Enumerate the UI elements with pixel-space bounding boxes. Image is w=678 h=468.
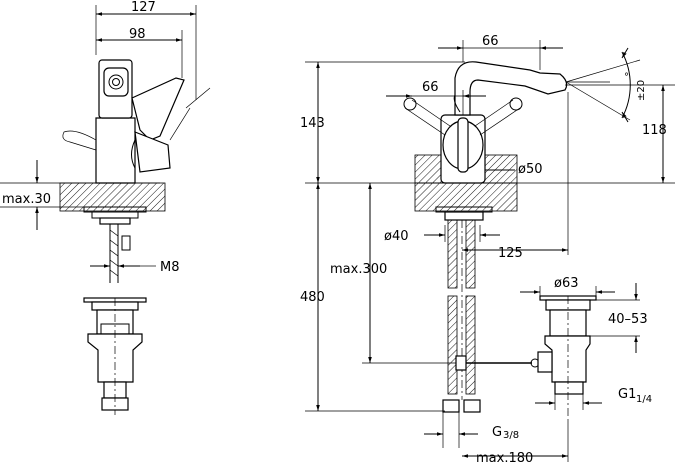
- dim-125: 125: [498, 246, 523, 261]
- dim-66-top: 66: [482, 34, 499, 49]
- dim-g38-frac: 3/8: [503, 430, 519, 441]
- dim-g38: G: [492, 425, 502, 440]
- dim-max30: max.30: [2, 192, 51, 207]
- hose-nut-b: [463, 399, 481, 413]
- mixer-body-side: [95, 117, 136, 184]
- lever-ghost-right: [169, 87, 211, 141]
- spout-neck: [454, 61, 568, 116]
- dim-max180: max.180: [476, 451, 533, 466]
- front-view-dimensions: 66 66 143 118 ±20 ° ø50 ø40: [300, 34, 675, 466]
- dim-143: 143: [300, 116, 325, 131]
- lever-ghost-left: [62, 130, 97, 151]
- lever-side: [131, 77, 185, 141]
- dim-max300: max.300: [330, 262, 387, 277]
- dim-m8: M8: [160, 260, 180, 275]
- dim-66-left: 66: [422, 80, 439, 95]
- flex-hose-b: [465, 219, 476, 289]
- dim-40-53: 40–53: [608, 312, 648, 327]
- spout-side: [134, 131, 171, 173]
- dim-g1-frac: 1/4: [636, 394, 652, 405]
- waste-outlet-right: [554, 381, 584, 395]
- flex-hose-a: [447, 219, 458, 289]
- dim-127: 127: [131, 0, 156, 15]
- dim-phi63: ø63: [554, 276, 579, 291]
- hose-nut-a: [442, 399, 460, 413]
- dim-98: 98: [129, 27, 146, 42]
- lever-ghost-b: [474, 99, 521, 136]
- dim-g1: G1: [618, 387, 636, 402]
- dim-phi50: ø50: [518, 162, 543, 177]
- lever-ghost-a: [404, 99, 451, 136]
- head-cap-side: [103, 67, 129, 97]
- waste-body-right: [544, 335, 591, 383]
- countertop-left: [59, 182, 166, 212]
- front-view: [403, 61, 597, 420]
- cartridge-ring-icon: [108, 74, 124, 90]
- dim-pm20: ±20: [636, 80, 647, 101]
- side-view: [59, 59, 211, 415]
- dim-degree: °: [624, 72, 629, 83]
- side-view-dimensions: 127 98 max.30 M8: [0, 0, 197, 275]
- dim-118: 118: [642, 123, 667, 138]
- dim-480: 480: [300, 290, 325, 305]
- dim-phi40: ø40: [384, 229, 409, 244]
